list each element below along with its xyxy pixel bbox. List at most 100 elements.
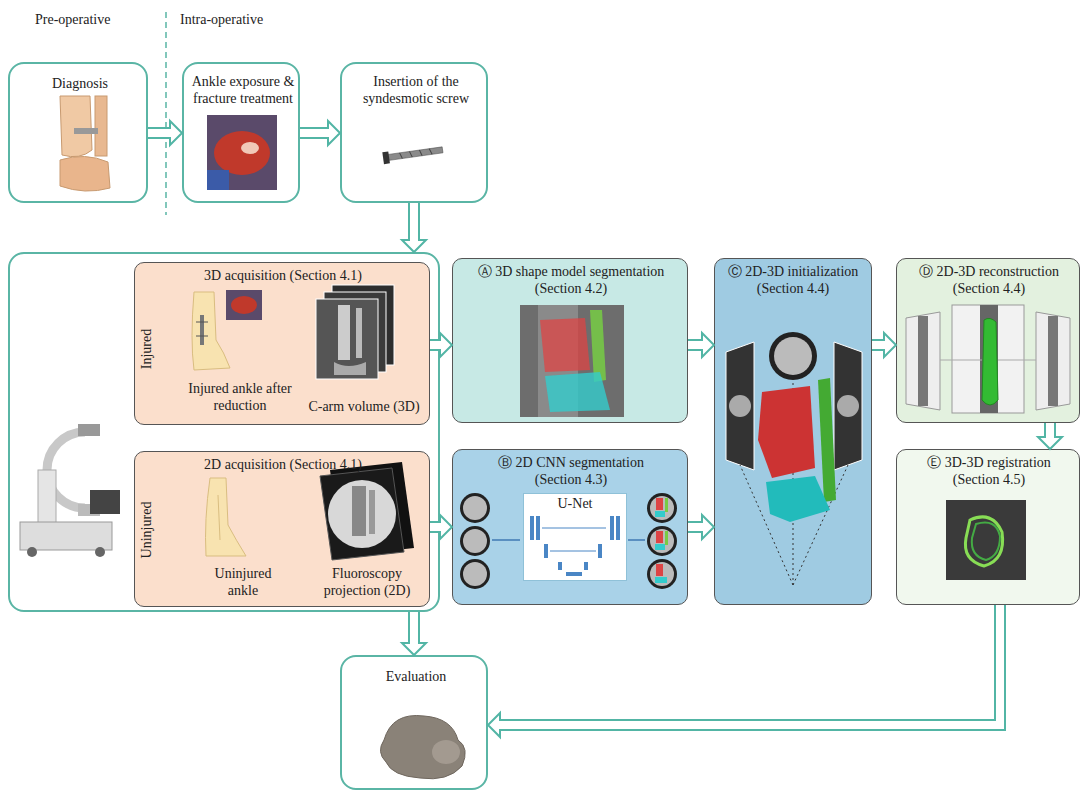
node-title: 2D acquisition (Section 4.1) [153, 457, 413, 474]
text-holder: C-arm volume (3D) [301, 399, 427, 416]
text-holder: Ⓒ 2D-3D initialization (Section 4.4) [715, 264, 871, 298]
unet-schematic [616, 516, 620, 540]
ct-segmentation-image [540, 318, 590, 372]
node-text: Uninjured ankle [203, 566, 283, 600]
registration-image [946, 500, 1026, 580]
flow-arrow [430, 333, 452, 357]
ankle-bone-sketch [60, 156, 110, 191]
flow-arrow [430, 515, 452, 539]
surgery-photo [207, 170, 229, 190]
fluoroscopy-input-images [460, 493, 520, 589]
node-title: Ⓑ 2D CNN segmentation (Section 4.3) [486, 455, 656, 489]
fluoroscopy-input-images [460, 526, 490, 556]
node-title: Insertion of the syndesmotic screw [346, 74, 486, 108]
phase-label: Intra-operative [180, 12, 263, 29]
unet-schematic [530, 516, 620, 576]
injured-ankle-sketch [192, 290, 262, 370]
node-title: U-Net [524, 496, 626, 513]
flow-arrow [872, 333, 896, 357]
c-arm-volume-stack [316, 285, 394, 379]
fluoroscopy-projection [328, 480, 396, 548]
ankle-bone-sketch [60, 96, 110, 191]
label-holder: Intra-operative [180, 12, 263, 29]
text-holder: Uninjured ankle [203, 566, 283, 600]
phase-label: Pre-operative [35, 12, 110, 29]
fluoroscopy-input-images [460, 493, 490, 523]
initialization-scene [837, 395, 859, 417]
screw-icon [387, 147, 443, 161]
arrow-core [148, 129, 173, 137]
initialization-scene [834, 342, 862, 470]
phase-divider [166, 12, 167, 215]
injured-ankle-sketch [200, 315, 204, 345]
evaluation-bone-render [380, 716, 465, 779]
screw-icon [409, 151, 412, 157]
flow-arrow [402, 612, 426, 655]
uninjured-ankle-sketch [218, 495, 220, 540]
surgery-photo [241, 142, 259, 154]
arrow-core [430, 523, 443, 531]
arrow-core [430, 341, 443, 349]
initialization-scene [729, 395, 751, 417]
injured-ankle-sketch [196, 322, 208, 323]
c-arm-device [38, 470, 56, 526]
reconstruction-scene [1048, 316, 1058, 406]
ct-segmentation-image [590, 310, 606, 382]
arrow-core [300, 129, 331, 137]
c-arm-device [90, 490, 120, 514]
reconstruction-scene [1036, 312, 1070, 410]
fluoroscopy-projection [352, 486, 366, 536]
label-holder: Pre-operative [35, 12, 110, 29]
text-holder: Evaluation [346, 669, 486, 686]
fluoroscopy-input-images [463, 496, 487, 520]
c-arm-device [78, 424, 100, 436]
arrow-core [410, 203, 418, 243]
arrow-outline [500, 605, 1000, 725]
node-title: Ⓐ 3D shape model segmentation (Section 4… [461, 264, 681, 298]
surgery-photo [207, 115, 277, 190]
text-holder: Insertion of the syndesmotic screw [346, 74, 486, 108]
flow-arrow [1038, 423, 1062, 449]
unet-schematic [610, 516, 614, 540]
initialization-scene [726, 342, 754, 470]
initialization-scene [774, 337, 812, 375]
segmented-output-images [655, 544, 665, 550]
injured-ankle-sketch [192, 292, 230, 370]
text-holder: U-Net [524, 496, 626, 513]
flow-arrow [300, 121, 340, 145]
node-title: Injured [139, 329, 156, 369]
c-arm-volume-stack [338, 305, 350, 360]
fluoroscopy-projection [369, 490, 375, 534]
node-title: Ⓔ 3D-3D registration (Section 4.5) [909, 455, 1069, 489]
segmented-output-images [647, 493, 677, 523]
c-arm-device [20, 522, 112, 550]
uninjured-ankle-sketch [206, 478, 247, 556]
node-title: Ankle exposure & fracture treatment [188, 74, 298, 108]
segmented-output-images [647, 526, 677, 556]
c-arm-volume-stack [356, 308, 362, 358]
ankle-bone-sketch [74, 128, 98, 134]
text-holder: Ⓐ 3D shape model segmentation (Section 4… [461, 264, 681, 298]
node-title: Ⓒ 2D-3D initialization (Section 4.4) [715, 264, 871, 298]
segmented-output-images [656, 564, 663, 576]
c-arm-device [20, 424, 120, 557]
unet-schematic [542, 528, 606, 529]
fluoroscopy-projection [320, 462, 414, 560]
registration-image [972, 523, 1000, 561]
segmented-output-images [665, 531, 668, 545]
node-text: Uninjured [139, 502, 156, 559]
text-holder: Ⓔ 3D-3D registration (Section 4.5) [909, 455, 1069, 489]
initialization-scene [818, 378, 836, 502]
initialization-scene [726, 332, 862, 585]
evaluation-bone-render [380, 716, 465, 779]
screw-icon [382, 151, 390, 164]
stage-box: Insertion of the syndesmotic screw [340, 62, 488, 203]
initialization-scene [758, 386, 815, 478]
segmented-output-images [628, 539, 645, 541]
flow-arrow [688, 515, 714, 539]
text-holder: Diagnosis [14, 76, 146, 93]
surgery-photo [207, 115, 277, 190]
initialization-scene [766, 476, 830, 522]
fluoroscopy-projection [320, 468, 404, 560]
